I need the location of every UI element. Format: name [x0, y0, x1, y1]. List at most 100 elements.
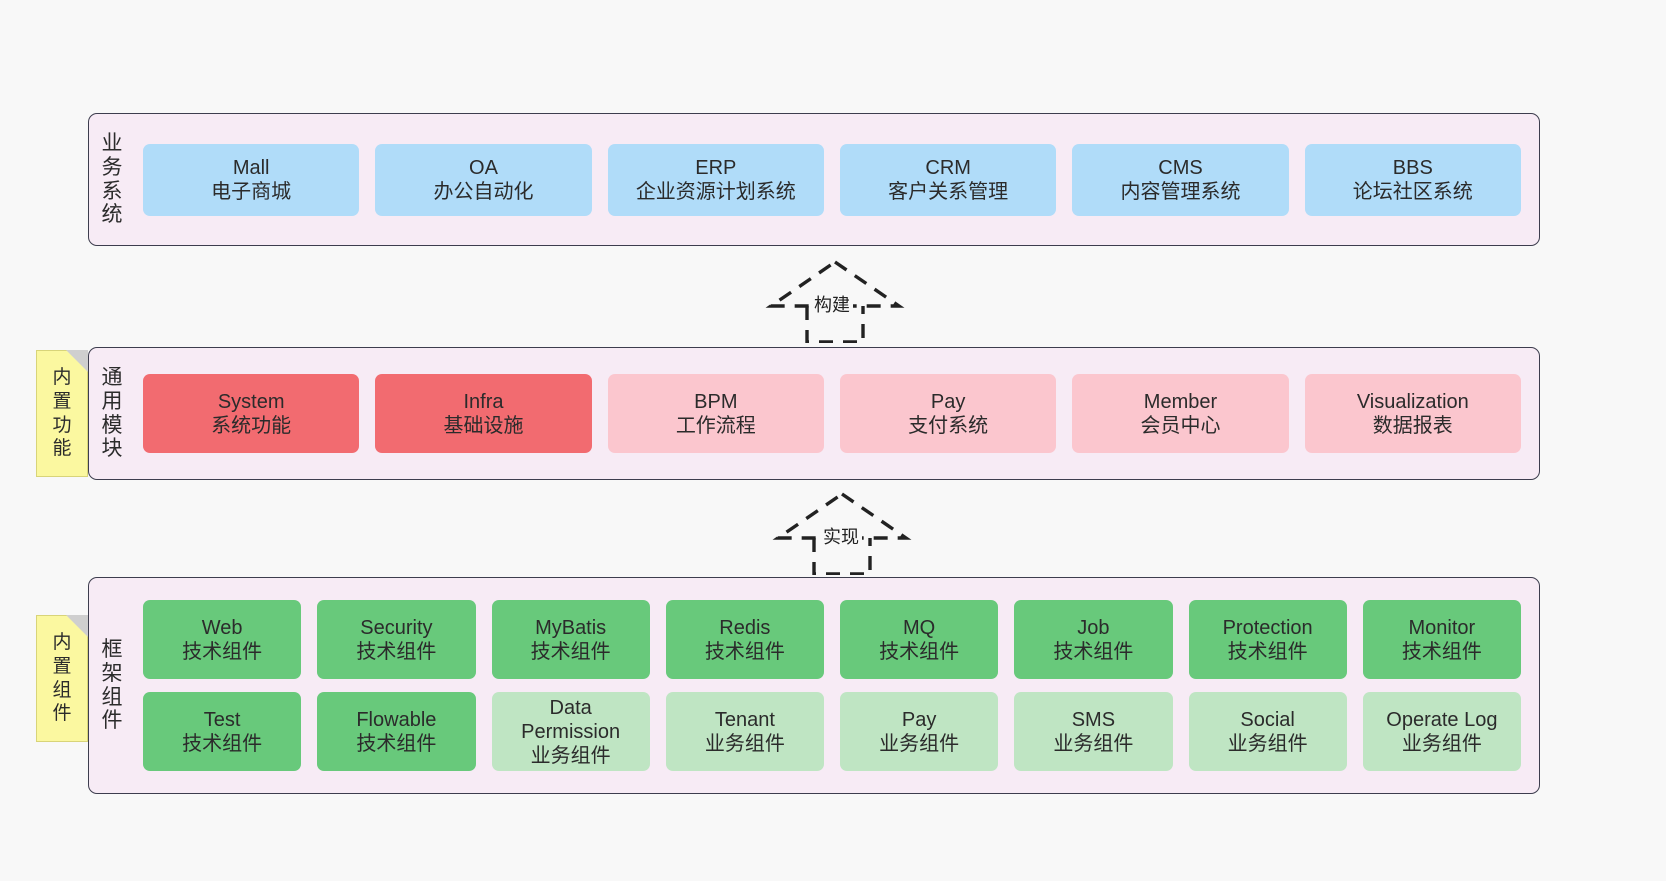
module-card-operate-log[interactable]: Operate Log 业务组件 [1362, 692, 1521, 771]
module-card-title: Mall [232, 156, 270, 179]
connector-implement-label: 实现 [820, 523, 862, 549]
module-card-job[interactable]: Job 技术组件 [1014, 600, 1173, 679]
module-row: Test 技术组件 Flowable 技术组件 Data Permission … [143, 692, 1521, 771]
module-card-subtitle: 工作流程 [675, 414, 756, 437]
module-card-subtitle: 业务组件 [1053, 732, 1134, 755]
module-card-mq[interactable]: MQ 技术组件 [840, 600, 999, 679]
module-card-monitor[interactable]: Monitor 技术组件 [1362, 600, 1521, 679]
layer-framework-components-body: Web 技术组件 Security 技术组件 MyBatis 技术组件 Redi… [135, 578, 1539, 793]
module-card-title: Social [1240, 708, 1295, 731]
module-card-subtitle: 内容管理系统 [1120, 180, 1241, 203]
module-card-title-line2: Permission [521, 720, 621, 743]
module-card-data-permission[interactable]: Data Permission 业务组件 [491, 692, 650, 771]
module-card-title: CRM [925, 156, 971, 179]
module-card-tenant[interactable]: Tenant 业务组件 [665, 692, 824, 771]
module-card-pay-business[interactable]: Pay 业务组件 [840, 692, 999, 771]
module-card-protection[interactable]: Protection 技术组件 [1188, 600, 1347, 679]
module-card-redis[interactable]: Redis 技术组件 [665, 600, 824, 679]
layer-business-systems-body: Mall 电子商城 OA 办公自动化 ERP 企业资源计划系统 CRM 客户关系… [135, 114, 1539, 245]
module-card-member[interactable]: Member 会员中心 [1072, 374, 1289, 453]
module-card-security[interactable]: Security 技术组件 [317, 600, 476, 679]
module-card-title: Data [549, 696, 592, 719]
module-card-subtitle: 技术组件 [879, 640, 960, 663]
module-row: Web 技术组件 Security 技术组件 MyBatis 技术组件 Redi… [143, 600, 1521, 679]
module-card-subtitle: 业务组件 [704, 732, 785, 755]
module-card-title: ERP [695, 156, 737, 179]
module-card-title: Member [1143, 390, 1218, 413]
module-card-title: MQ [903, 616, 936, 639]
module-card-sms[interactable]: SMS 业务组件 [1014, 692, 1173, 771]
layer-label-char: 组 [101, 685, 123, 709]
note-label-char: 能 [52, 438, 72, 460]
module-card-subtitle: 办公自动化 [433, 180, 534, 203]
module-card-title: BPM [694, 390, 738, 413]
layer-common-modules-body: System 系统功能 Infra 基础设施 BPM 工作流程 Pay 支付系统… [135, 348, 1539, 479]
module-card-title: Protection [1222, 616, 1313, 639]
module-card-subtitle: 业务组件 [879, 732, 960, 755]
module-card-subtitle: 技术组件 [1227, 640, 1308, 663]
layer-common-modules-label: 通 用 模 块 [89, 348, 135, 479]
module-row: System 系统功能 Infra 基础设施 BPM 工作流程 Pay 支付系统… [143, 374, 1521, 453]
module-card-subtitle: 技术组件 [182, 640, 263, 663]
module-card-subtitle: 会员中心 [1140, 414, 1221, 437]
module-card-bpm[interactable]: BPM 工作流程 [607, 374, 824, 453]
module-card-title: Flowable [356, 708, 437, 731]
module-card-subtitle: 数据报表 [1372, 414, 1453, 437]
module-card-crm[interactable]: CRM 客户关系管理 [839, 143, 1057, 216]
module-card-title: Infra [463, 390, 504, 413]
module-card-title: BBS [1392, 156, 1433, 179]
module-card-bbs[interactable]: BBS 论坛社区系统 [1304, 143, 1521, 216]
note-builtin-function[interactable]: 内 置 功 能 [36, 350, 88, 477]
connector-implement-arrow-icon [772, 491, 912, 576]
module-card-title: MyBatis [535, 616, 607, 639]
layer-label-char: 通 [101, 366, 123, 390]
module-card-subtitle: 业务组件 [1227, 732, 1308, 755]
module-card-subtitle: 系统功能 [211, 414, 292, 437]
note-label-char: 件 [52, 703, 72, 725]
connector-build-label: 构建 [811, 291, 853, 317]
module-card-erp[interactable]: ERP 企业资源计划系统 [607, 143, 824, 216]
module-card-title: Operate Log [1386, 708, 1498, 731]
module-card-web[interactable]: Web 技术组件 [143, 600, 302, 679]
connector-build: 构建 [755, 258, 915, 344]
module-card-subtitle: 技术组件 [356, 640, 437, 663]
layer-label-char: 件 [101, 709, 123, 733]
module-card-title: Security [360, 616, 433, 639]
note-builtin-component[interactable]: 内 置 组 件 [36, 615, 88, 742]
module-card-test[interactable]: Test 技术组件 [143, 692, 302, 771]
connector-build-arrow-icon [765, 259, 905, 344]
note-label-char: 组 [52, 679, 72, 701]
layer-business-systems: 业 务 系 统 Mall 电子商城 OA 办公自动化 ERP 企业资源计划系统 [88, 113, 1540, 246]
layer-label-char: 系 [101, 179, 123, 203]
layer-label-char: 业 [101, 132, 123, 156]
layer-framework-components: 框 架 组 件 Web 技术组件 Security 技术组件 MyBatis 技… [88, 577, 1540, 794]
module-card-subtitle: 技术组件 [1053, 640, 1134, 663]
module-card-oa[interactable]: OA 办公自动化 [375, 143, 592, 216]
module-card-subtitle: 技术组件 [704, 640, 785, 663]
module-card-title: CMS [1158, 156, 1203, 179]
module-card-cms[interactable]: CMS 内容管理系统 [1072, 143, 1289, 216]
module-card-subtitle: 支付系统 [908, 414, 989, 437]
module-row: Mall 电子商城 OA 办公自动化 ERP 企业资源计划系统 CRM 客户关系… [143, 143, 1521, 216]
module-card-infra[interactable]: Infra 基础设施 [375, 374, 592, 453]
module-card-system[interactable]: System 系统功能 [143, 374, 360, 453]
module-card-subtitle: 基础设施 [443, 414, 524, 437]
module-card-mall[interactable]: Mall 电子商城 [143, 143, 360, 216]
module-card-mybatis[interactable]: MyBatis 技术组件 [491, 600, 650, 679]
module-card-flowable[interactable]: Flowable 技术组件 [317, 692, 476, 771]
module-card-title: Test [203, 708, 241, 731]
module-card-social[interactable]: Social 业务组件 [1188, 692, 1347, 771]
note-label-char: 置 [52, 390, 72, 412]
module-card-subtitle: 业务组件 [1401, 732, 1482, 755]
module-card-subtitle: 企业资源计划系统 [635, 180, 796, 203]
note-fold-corner-icon [66, 615, 88, 637]
module-card-title: OA [469, 156, 498, 179]
module-card-pay[interactable]: Pay 支付系统 [839, 374, 1057, 453]
module-card-visualization[interactable]: Visualization 数据报表 [1304, 374, 1521, 453]
module-card-subtitle: 论坛社区系统 [1352, 180, 1473, 203]
layer-label-char: 模 [101, 413, 123, 437]
module-card-title: Monitor [1408, 616, 1476, 639]
module-card-subtitle: 业务组件 [530, 744, 611, 767]
connector-implement: 实现 [768, 490, 928, 576]
